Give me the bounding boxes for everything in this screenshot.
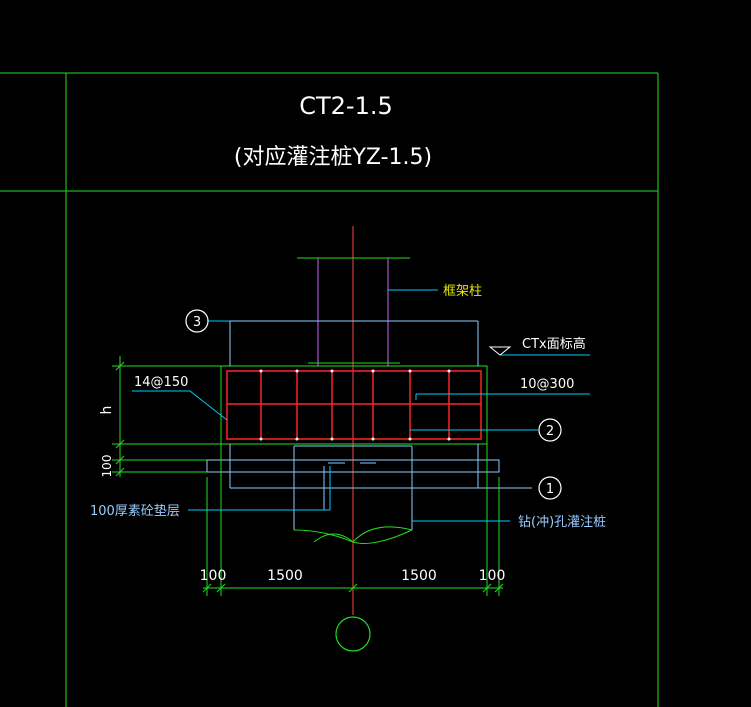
label-cushion-note: 100厚素砼垫层	[90, 503, 180, 519]
dim-height-h: h	[99, 406, 115, 415]
frame-column	[317, 258, 389, 366]
dimension-lines	[112, 356, 504, 596]
pile-cap-outline	[220, 365, 488, 445]
dim-right-1500: 1500	[401, 568, 437, 584]
label-rebar-side: 14@150	[134, 375, 188, 390]
label-top-elevation: CTx面标高	[522, 336, 586, 352]
callout-2-label: 2	[546, 424, 554, 439]
callout-2: 2	[538, 418, 562, 442]
label-pile-note: 钻(冲)孔灌注桩	[518, 515, 606, 530]
callout-3: 3	[185, 309, 209, 333]
elevation-marker	[488, 346, 512, 356]
callout-1: 1	[538, 476, 562, 500]
dim-left-100: 100	[200, 568, 227, 584]
label-frame-column: 框架柱	[443, 284, 482, 299]
leader-lines	[132, 289, 590, 522]
callout-1-label: 1	[546, 482, 554, 497]
drawing-title: CT2-1.5	[299, 92, 393, 120]
rebar-cage	[226, 370, 482, 440]
label-rebar-top: 10@300	[520, 377, 574, 392]
pile-break-symbol	[293, 526, 413, 544]
title-block-frame	[0, 72, 659, 707]
dim-left-1500: 1500	[267, 568, 303, 584]
rebar-dots	[259, 369, 451, 441]
callout-3-label: 3	[193, 315, 201, 330]
dim-cushion-100: 100	[100, 455, 114, 478]
dim-right-100: 100	[479, 568, 506, 584]
structural-outlines	[206, 320, 532, 489]
drawing-subtitle: (对应灌注桩YZ-1.5)	[234, 145, 432, 170]
axis-bubble	[335, 616, 371, 652]
bored-pile	[293, 445, 413, 530]
